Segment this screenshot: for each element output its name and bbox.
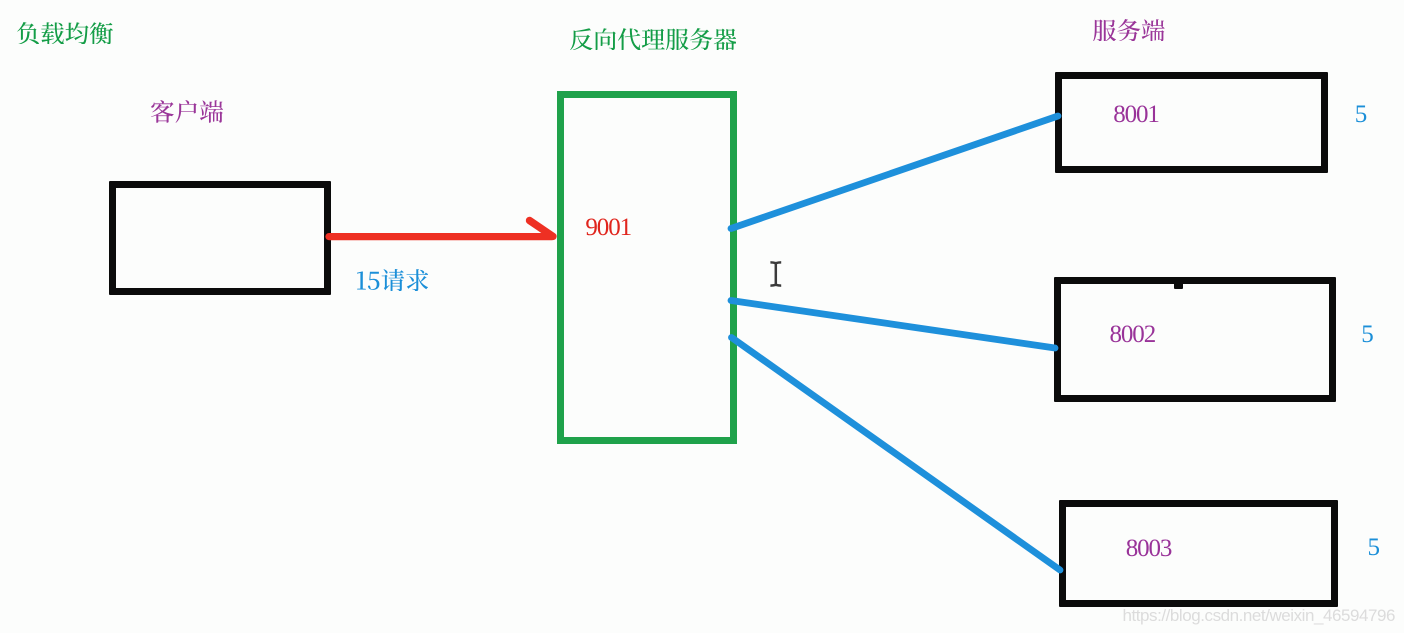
client-label-glyphs bbox=[151, 100, 224, 123]
connection-line-8001 bbox=[727, 112, 1062, 232]
servers-heading-glyphs bbox=[1093, 18, 1165, 42]
server-box-8003 bbox=[1059, 500, 1338, 607]
server-box-8001 bbox=[1055, 72, 1328, 173]
server-box-8002 bbox=[1054, 277, 1336, 402]
proxy-label-glyphs bbox=[569, 27, 737, 50]
request-arrow-head bbox=[525, 216, 557, 241]
server-port-8002: 8002 bbox=[1109, 320, 1157, 348]
server-weight-8001: 5 bbox=[1354, 101, 1368, 129]
servers-heading: 服务端 bbox=[1093, 18, 1165, 42]
proxy-box bbox=[557, 91, 737, 444]
server-port-8003: 8003 bbox=[1125, 534, 1173, 562]
request-count-label: 15请求 bbox=[356, 268, 428, 292]
connection-line-8002 bbox=[727, 297, 1059, 352]
server-weight-8002: 5 bbox=[1361, 320, 1374, 348]
diagram-title: 负载均衡 bbox=[16, 21, 113, 45]
server-box-8002-notch bbox=[1173, 281, 1183, 289]
server-weight-8003: 5 bbox=[1367, 534, 1381, 562]
connection-line-8003 bbox=[728, 334, 1064, 574]
watermark: https://blog.csdn.net/weixin_46594796 bbox=[1122, 606, 1396, 625]
server-port-8001: 8001 bbox=[1113, 101, 1160, 129]
proxy-label: 反向代理服务器 bbox=[569, 27, 737, 50]
diagram-title-glyphs bbox=[16, 21, 113, 45]
proxy-port: 9001 bbox=[585, 213, 632, 241]
request-count-label-glyphs bbox=[356, 268, 428, 291]
text-cursor-icon bbox=[770, 261, 782, 287]
client-label: 客户端 bbox=[151, 100, 224, 123]
